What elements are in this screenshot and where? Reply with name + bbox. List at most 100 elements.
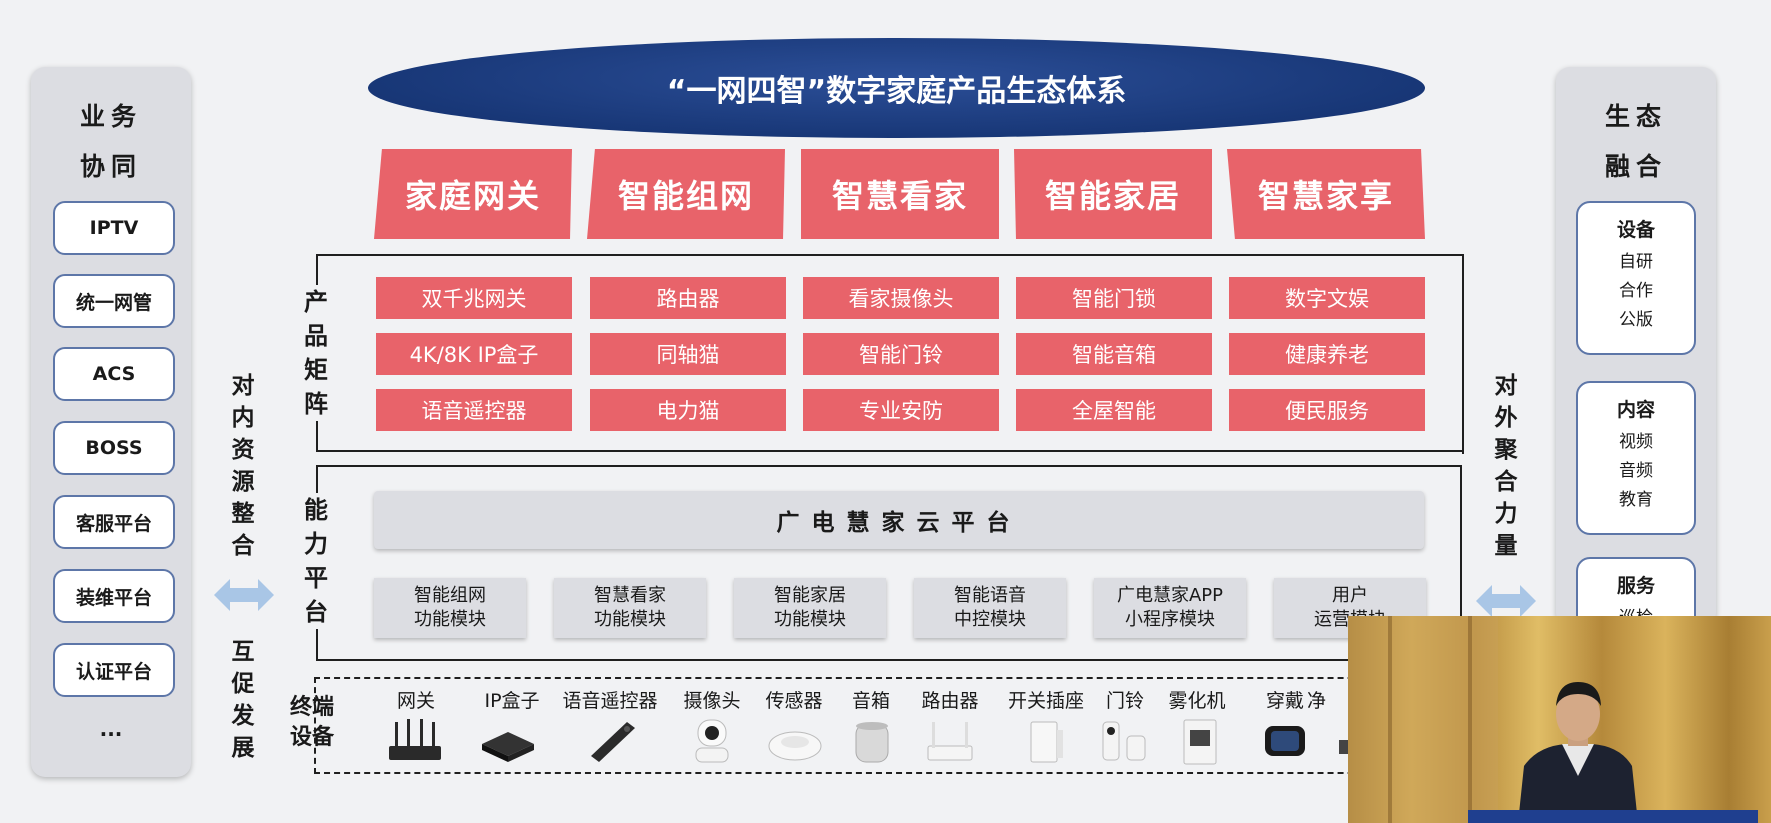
device-label: 语音遥控器 [562, 690, 658, 712]
capability-frame-right [1460, 465, 1462, 661]
product-coax-modem[interactable]: 同轴猫 [590, 333, 786, 375]
panel-title-line1: 业务 [79, 102, 142, 131]
item-customer-service[interactable]: 客服平台 [53, 495, 175, 549]
module-smart-home[interactable]: 智能家居 功能模块 [734, 578, 886, 638]
card-line: 合作 [1619, 281, 1653, 301]
product-digital-entertainment[interactable]: 数字文娱 [1229, 277, 1425, 319]
item-iptv[interactable]: IPTV [53, 201, 175, 255]
module-line: 广电慧家APP [1116, 585, 1224, 606]
product-ip-box[interactable]: 4K/8K IP盒子 [376, 333, 572, 375]
device-label: 传感器 [765, 690, 823, 712]
category-smart-home-watch[interactable]: 智慧看家 [801, 149, 999, 239]
purifier-icon [1339, 740, 1349, 754]
router-icon [389, 719, 441, 760]
device-label: 雾化机 [1168, 690, 1226, 712]
device-label: IP盒子 [484, 690, 540, 712]
card-line: 音频 [1619, 461, 1653, 481]
speaker-icon [855, 722, 889, 763]
diagram-title: “一网四智”数字家庭产品生态体系 [368, 38, 1425, 138]
item-acs[interactable]: ACS [53, 347, 175, 401]
product-matrix-frame-bottom [316, 450, 1462, 452]
wifi-router-icon [927, 722, 973, 761]
module-line: 智能家居 [774, 585, 846, 606]
module-smart-home-watch[interactable]: 智慧看家 功能模块 [554, 578, 706, 638]
card-title: 服务 [1616, 575, 1655, 597]
module-line: 中控模块 [954, 609, 1026, 630]
item-authentication[interactable]: 认证平台 [53, 643, 175, 697]
device-label: 穿戴 [1265, 690, 1304, 712]
card-line: 视频 [1619, 432, 1653, 452]
item-unified-nms[interactable]: 统一网管 [53, 274, 175, 328]
card-title: 内容 [1616, 399, 1655, 421]
mutual-development-label: 互促发展 [231, 639, 255, 761]
module-app-miniprogram[interactable]: 广电慧家APP 小程序模块 [1094, 578, 1246, 638]
product-home-camera[interactable]: 看家摄像头 [803, 277, 999, 319]
card-title: 设备 [1616, 219, 1655, 241]
card-devices[interactable]: 设备 自研 合作 公版 [1576, 201, 1696, 355]
device-label: 净 [1307, 690, 1327, 712]
smartwatch-icon [1265, 726, 1305, 756]
module-smart-networking[interactable]: 智能组网 功能模块 [374, 578, 526, 638]
panel-title-line1: 生态 [1604, 102, 1667, 131]
panel-title-line2: 协同 [79, 152, 142, 181]
category-smart-home-enjoy[interactable]: 智慧家享 [1227, 149, 1425, 239]
speaker-video-overlay [1348, 616, 1771, 823]
product-smart-doorbell[interactable]: 智能门铃 [803, 333, 999, 375]
card-line: 教育 [1619, 490, 1653, 510]
product-voice-remote[interactable]: 语音遥控器 [376, 389, 572, 431]
product-convenience-services[interactable]: 便民服务 [1229, 389, 1425, 431]
product-pro-security[interactable]: 专业安防 [803, 389, 999, 431]
remote-control-icon [591, 722, 635, 762]
item-installation[interactable]: 装维平台 [53, 569, 175, 623]
panel-title-line2: 融合 [1604, 152, 1667, 181]
product-health-elderly[interactable]: 健康养老 [1229, 333, 1425, 375]
category-home-gateway[interactable]: 家庭网关 [374, 149, 572, 239]
module-line: 智能语音 [954, 585, 1026, 606]
module-line: 功能模块 [594, 609, 666, 630]
humidifier-icon [1183, 719, 1217, 765]
device-label: 路由器 [921, 690, 979, 712]
camera-icon [695, 719, 729, 763]
device-label: 门铃 [1105, 690, 1144, 712]
device-label: 开关插座 [1007, 690, 1084, 712]
module-line: 智慧看家 [594, 585, 666, 606]
product-dual-gigabit-gateway[interactable]: 双千兆网关 [376, 277, 572, 319]
module-smart-voice[interactable]: 智能语音 中控模块 [914, 578, 1066, 638]
module-line: 小程序模块 [1125, 609, 1215, 630]
device-label: 摄像头 [683, 690, 741, 712]
module-line: 智能组网 [414, 585, 486, 606]
capability-platform-label: 能力平台 [300, 493, 332, 629]
card-line: 自研 [1619, 252, 1653, 272]
business-collaboration-panel: 业务 协同 IPTV 统一网管 ACS BOSS 客服平台 装维平台 认证平台 … [31, 67, 191, 777]
category-smart-home[interactable]: 智能家居 [1014, 149, 1212, 239]
cloud-platform-bar[interactable]: 广电慧家云平台 [374, 491, 1424, 549]
double-arrow-icon [214, 579, 274, 611]
module-line: 功能模块 [414, 609, 486, 630]
item-boss[interactable]: BOSS [53, 421, 175, 475]
device-label: 网关 [396, 690, 435, 712]
terminal-devices-label: 终端设备 [289, 695, 334, 750]
external-aggregation-label: 对外聚合力量 [1494, 373, 1518, 559]
card-line: 公版 [1619, 310, 1653, 330]
category-smart-networking[interactable]: 智能组网 [587, 149, 785, 239]
set-top-box-icon [482, 732, 534, 762]
double-arrow-icon [1476, 585, 1536, 617]
capability-frame-top [316, 465, 1462, 467]
product-powerline-modem[interactable]: 电力猫 [590, 389, 786, 431]
module-line: 功能模块 [774, 609, 846, 630]
doorbell-icon [1102, 721, 1146, 761]
product-whole-house-smart[interactable]: 全屋智能 [1016, 389, 1212, 431]
switch-icon [1030, 721, 1063, 763]
device-label: 音箱 [851, 690, 890, 712]
internal-integration-label: 对内资源整合 [231, 373, 255, 559]
product-matrix-frame [316, 254, 1464, 454]
card-content[interactable]: 内容 视频 音频 教育 [1576, 381, 1696, 535]
product-smart-lock[interactable]: 智能门锁 [1016, 277, 1212, 319]
module-line: 用户 [1332, 585, 1368, 606]
product-matrix-label: 产品矩阵 [300, 285, 332, 421]
more-indicator: ... [99, 717, 123, 741]
product-smart-speaker[interactable]: 智能音箱 [1016, 333, 1212, 375]
ecosystem-panel: 生态 融合 设备 自研 合作 公版 内容 视频 音频 教育 服务 巡检 [1556, 67, 1716, 641]
product-router[interactable]: 路由器 [590, 277, 786, 319]
sensor-icon [768, 731, 822, 761]
